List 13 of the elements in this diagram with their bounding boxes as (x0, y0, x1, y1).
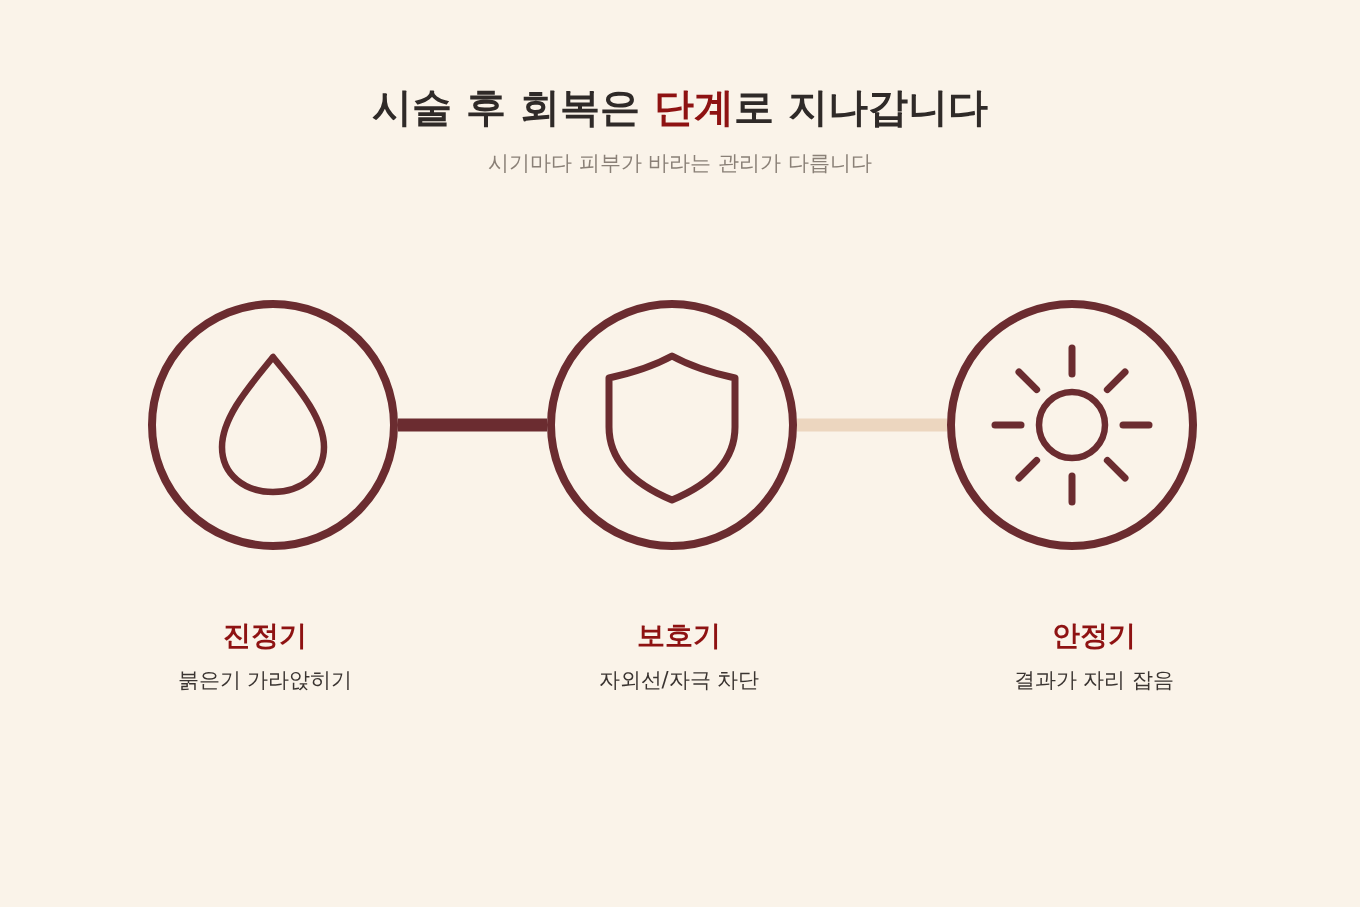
connector-line (398, 418, 547, 432)
connector-line (797, 418, 947, 432)
title: 시술 후 회복은 단계로 지나갑니다 (372, 83, 988, 132)
stage-name: 진정기 (223, 618, 307, 654)
stage-circle (148, 300, 398, 550)
stage-circle (947, 300, 1197, 550)
stage-circle (547, 300, 797, 550)
stage-description: 붉은기 가라앉히기 (177, 667, 353, 694)
stage-description: 자외선/자극 차단 (598, 667, 760, 694)
stage-name: 보호기 (637, 618, 721, 654)
stage-name: 안정기 (1052, 618, 1136, 654)
stage-description: 결과가 자리 잡음 (1013, 667, 1175, 694)
subtitle: 시기마다 피부가 바라는 관리가 다릅니다 (488, 150, 872, 177)
